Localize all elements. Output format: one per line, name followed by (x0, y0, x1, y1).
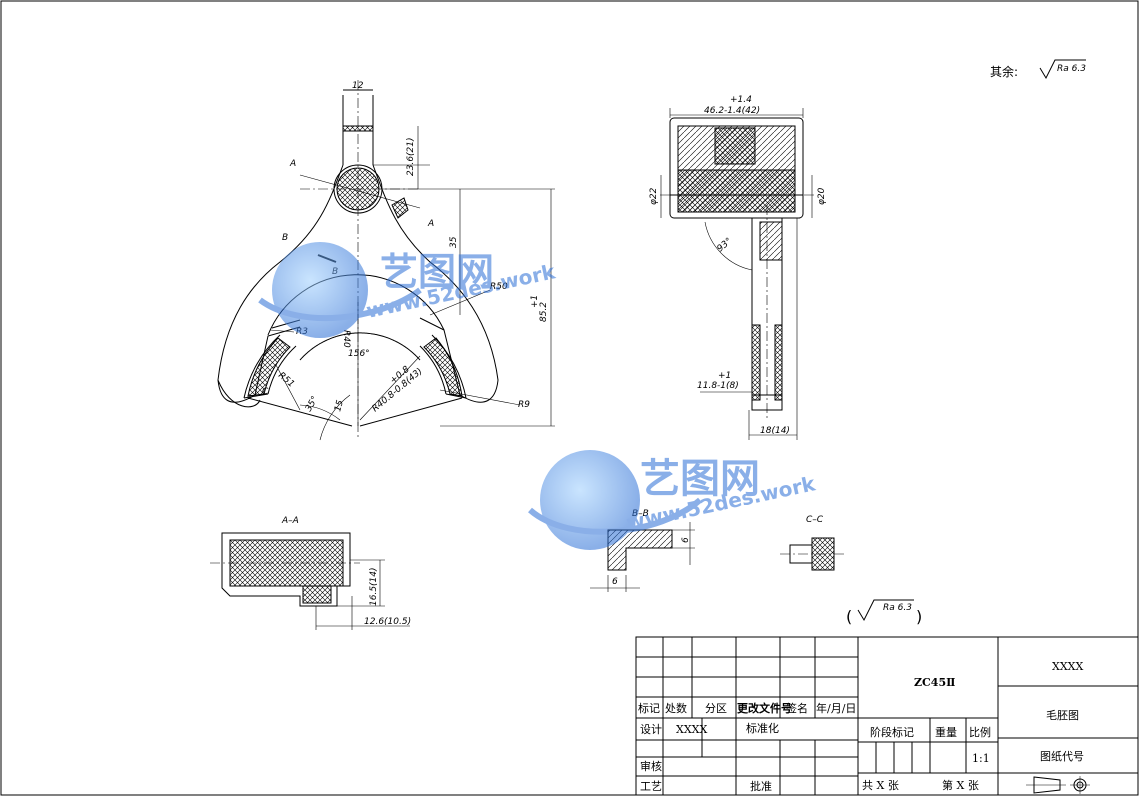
svg-text:比例: 比例 (969, 725, 991, 739)
svg-text:φ20: φ20 (817, 187, 827, 205)
svg-text:ZC45Ⅱ: ZC45Ⅱ (914, 676, 955, 689)
svg-text:Ra 6.3: Ra 6.3 (1057, 64, 1086, 74)
svg-text:93°: 93° (716, 236, 735, 254)
svg-text:+1.4: +1.4 (730, 95, 752, 105)
svg-text:C: C (262, 387, 269, 397)
svg-text:35°: 35° (304, 395, 321, 414)
svg-text:标准化: 标准化 (746, 721, 779, 735)
svg-text:156°: 156° (348, 349, 370, 359)
svg-text:A: A (289, 159, 296, 169)
svg-text:XXXX: XXXX (1052, 660, 1083, 673)
svg-text:12.6(10.5): 12.6(10.5) (364, 617, 411, 627)
svg-text:46.2-1.4(42): 46.2-1.4(42) (704, 106, 760, 116)
svg-text:B–B: B–B (632, 509, 649, 519)
svg-text:15: 15 (333, 399, 346, 413)
svg-text:标记: 标记 (638, 701, 660, 715)
watermark-top: 艺图网 www.52des.work (258, 242, 558, 338)
svg-text:年/月/日: 年/月/日 (816, 701, 856, 715)
svg-text:): ) (916, 607, 922, 626)
svg-text:批准: 批准 (750, 779, 772, 793)
side-view (660, 108, 815, 440)
svg-text:重量: 重量 (935, 725, 957, 739)
section-bb (590, 522, 695, 592)
svg-text:签名: 签名 (786, 701, 808, 715)
svg-text:23.6(21): 23.6(21) (406, 137, 416, 176)
svg-text:R51: R51 (276, 371, 296, 390)
svg-text:分区: 分区 (705, 702, 727, 715)
svg-text:更改文件号: 更改文件号 (737, 701, 792, 715)
svg-text:阶段标记: 阶段标记 (870, 725, 914, 739)
svg-text:1:1: 1:1 (972, 752, 990, 765)
svg-text:艺图网: 艺图网 (380, 250, 494, 294)
svg-text:XXXX: XXXX (676, 723, 707, 736)
svg-text:A: A (427, 219, 434, 229)
title-block-text: 标记 处数 分区 更改文件号 签名 年/月/日 设计 XXXX 标准化 审核 工… (638, 660, 1090, 794)
title-block (635, 636, 1139, 796)
svg-text:处数: 处数 (665, 702, 687, 715)
svg-text:φ22: φ22 (649, 187, 659, 205)
section-cc-labels: C–C (806, 515, 824, 525)
section-cc (780, 537, 845, 571)
svg-text:图纸代号: 图纸代号 (1040, 750, 1084, 763)
front-view (217, 80, 555, 441)
section-bb-labels: B–B 6 6 (612, 509, 691, 587)
svg-text:其余:: 其余: (990, 64, 1018, 79)
svg-text:+1: +1 (718, 371, 731, 381)
svg-text:11.8-1(8): 11.8-1(8) (697, 381, 739, 391)
svg-text:16.5(14): 16.5(14) (369, 567, 379, 606)
svg-text:B: B (282, 233, 288, 243)
svg-text:设计: 设计 (640, 723, 662, 736)
section-aa (210, 532, 410, 630)
svg-text:85.2: 85.2 (539, 302, 549, 322)
svg-text:+1: +1 (530, 295, 540, 308)
svg-text:R40: R40 (341, 330, 351, 348)
svg-text:第 X 张: 第 X 张 (942, 778, 979, 792)
section-aa-labels: A–A 16.5(14) 12.6(10.5) (281, 516, 411, 627)
svg-text:6: 6 (612, 577, 618, 587)
svg-text:审核: 审核 (640, 759, 662, 773)
svg-text:6: 6 (681, 537, 691, 543)
roughness-note: 其余: Ra 6.3 (990, 59, 1086, 80)
svg-text:Ra 6.3: Ra 6.3 (883, 603, 912, 613)
svg-text:工艺: 工艺 (640, 780, 662, 793)
svg-text:共 X 张: 共 X 张 (862, 779, 899, 792)
svg-text:18(14): 18(14) (760, 426, 790, 436)
svg-text:C–C: C–C (806, 515, 824, 525)
svg-text:R9: R9 (518, 400, 530, 410)
projection-symbol-icon (1026, 776, 1090, 794)
svg-text:R50: R50 (490, 282, 508, 292)
svg-text:A–A: A–A (281, 516, 299, 526)
svg-text:艺图网: 艺图网 (640, 456, 760, 502)
watermark-center: 艺图网 www.52des.work (528, 450, 818, 550)
svg-text:毛胚图: 毛胚图 (1046, 709, 1079, 722)
svg-text:(: ( (846, 607, 852, 626)
svg-text:12: 12 (352, 81, 364, 91)
roughness-symbol-bottom: ( Ra 6.3 ) (846, 599, 922, 626)
svg-text:35: 35 (449, 236, 459, 248)
